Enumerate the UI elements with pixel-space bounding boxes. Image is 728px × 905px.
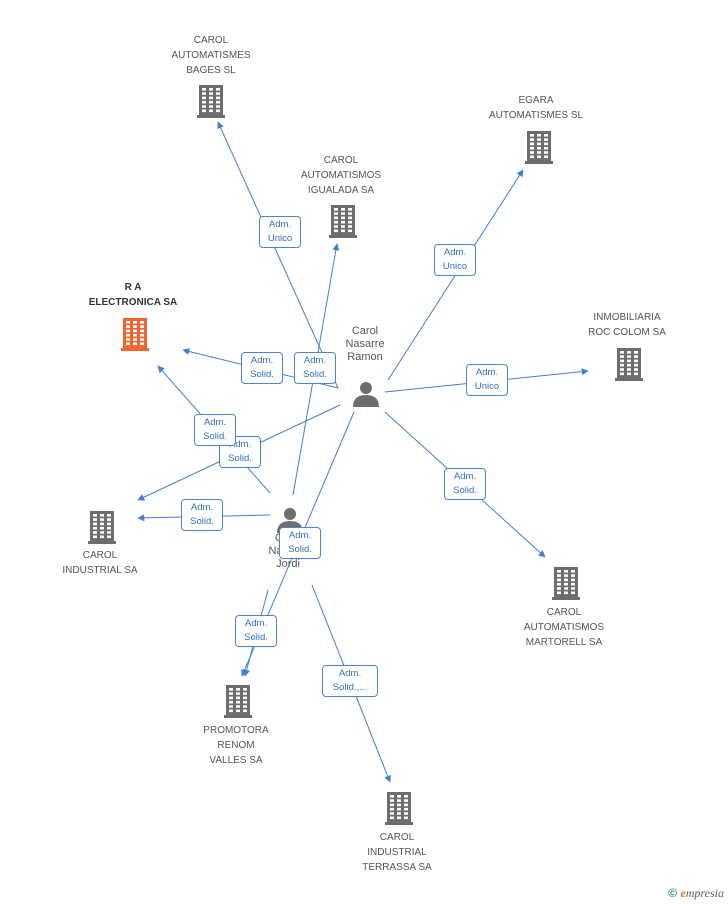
node-label-martorell[interactable]: CAROL AUTOMATISMOS MARTORELL SA bbox=[523, 606, 605, 648]
building-icon-rocolom[interactable] bbox=[615, 348, 643, 381]
node-label-ramon[interactable]: Carol Nasarre Ramon bbox=[345, 324, 385, 363]
node-label-rocolom[interactable]: INMOBILIARIA ROC COLOM SA bbox=[588, 312, 666, 338]
edge-ramon-bages bbox=[217, 121, 339, 389]
node-label-ra[interactable]: R A ELECTRONICA SA bbox=[88, 282, 178, 308]
footer-brand: © empresia bbox=[668, 886, 724, 901]
building-icon-ra[interactable] bbox=[121, 318, 149, 351]
relation-badge-jordi-terrassa[interactable]: Adm. Solid.,... bbox=[322, 665, 378, 697]
relation-badge-ramon-martorell[interactable]: Adm. Solid. bbox=[444, 468, 486, 500]
relation-badge-ramon-rocolom[interactable]: Adm. Unico bbox=[466, 364, 508, 396]
relation-badge-jordi-industrial[interactable]: Adm. Solid. bbox=[181, 499, 223, 531]
relation-badge-ramon-promotora[interactable]: Adm. Solid. bbox=[279, 527, 321, 559]
building-icon-promotora[interactable] bbox=[224, 685, 252, 718]
brand-initial: e bbox=[680, 886, 686, 900]
building-icon-terrassa[interactable] bbox=[385, 792, 413, 825]
relation-badge-ramon-egara[interactable]: Adm. Unico bbox=[434, 244, 476, 276]
relation-badge-ramon-bages[interactable]: Adm. Unico bbox=[259, 216, 301, 248]
building-icon-egara[interactable] bbox=[525, 131, 553, 164]
node-label-promotora[interactable]: PROMOTORA RENOM VALLES SA bbox=[203, 724, 269, 766]
relation-badge-ramon-ra[interactable]: Adm. Solid. bbox=[241, 352, 283, 384]
node-label-bages[interactable]: CAROL AUTOMATISMES BAGES SL bbox=[171, 34, 251, 76]
icons-layer bbox=[88, 85, 643, 825]
copyright-icon: © bbox=[668, 886, 678, 900]
relation-badge-jordi-promotora[interactable]: Adm. Solid. bbox=[235, 615, 277, 647]
relation-badge-jordi-igualada[interactable]: Adm. Solid. bbox=[294, 352, 336, 384]
relation-badge-ramon-industrial[interactable]: Adm. Solid. bbox=[219, 436, 261, 468]
brand-name: mpresia bbox=[685, 886, 724, 900]
relation-badge-jordi-ra[interactable]: Adm. Solid. bbox=[194, 414, 236, 446]
node-label-terrassa[interactable]: CAROL INDUSTRIAL TERRASSA SA bbox=[362, 831, 432, 873]
node-label-industrial[interactable]: CAROL INDUSTRIAL SA bbox=[62, 550, 138, 576]
person-icon-ramon[interactable] bbox=[353, 382, 379, 407]
building-icon-igualada[interactable] bbox=[329, 205, 357, 238]
building-icon-bages[interactable] bbox=[197, 85, 225, 118]
building-icon-martorell[interactable] bbox=[552, 567, 580, 600]
node-label-igualada[interactable]: CAROL AUTOMATISMOS IGUALADA SA bbox=[300, 154, 382, 196]
node-label-egara[interactable]: EGARA AUTOMATISMES SL bbox=[488, 95, 584, 121]
building-icon-industrial[interactable] bbox=[88, 511, 116, 544]
